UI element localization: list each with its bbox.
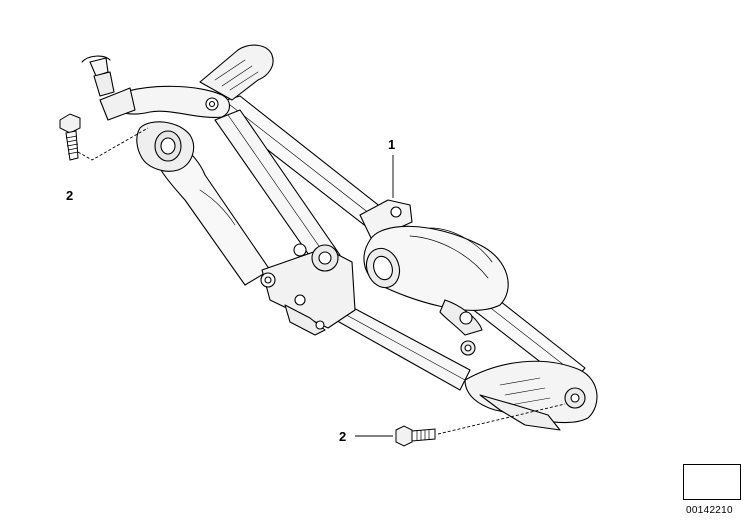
wiper-motor (359, 199, 509, 336)
right-pivot-bracket (460, 340, 598, 431)
centre-pivot-block (260, 243, 356, 336)
left-pivot-shaft (81, 55, 136, 121)
callout-part-2-upper: 2 (66, 188, 74, 203)
reference-number: 00142210 (686, 505, 733, 516)
callout-part-2-lower: 2 (339, 429, 347, 444)
callout-part-1: 1 (388, 137, 396, 152)
left-pivot-housing (136, 121, 195, 172)
leader-lines (77, 127, 566, 437)
bolt-upper (59, 113, 81, 161)
connecting-link (214, 109, 341, 269)
upper-lever (199, 44, 274, 101)
bolt-lower (395, 425, 436, 447)
crank-arm (109, 85, 231, 119)
navigation-box[interactable] (683, 464, 741, 500)
